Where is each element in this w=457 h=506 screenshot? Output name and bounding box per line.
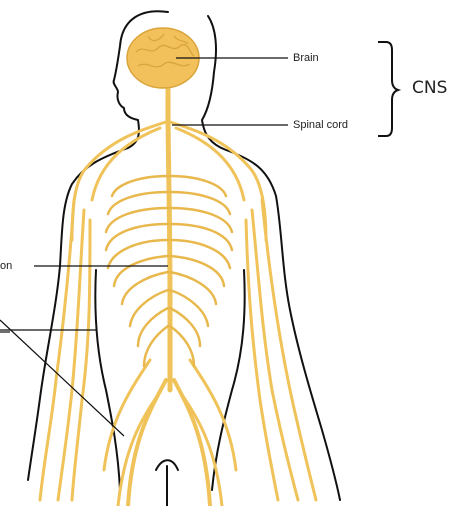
cns-label: CNS bbox=[412, 78, 447, 98]
brain-label: Brain bbox=[293, 52, 319, 64]
spinal-cord-label: Spinal cord bbox=[293, 119, 348, 131]
bracket-icon bbox=[378, 42, 398, 136]
ganglion-label-partial: on bbox=[0, 260, 12, 272]
nerve-network bbox=[40, 86, 316, 506]
